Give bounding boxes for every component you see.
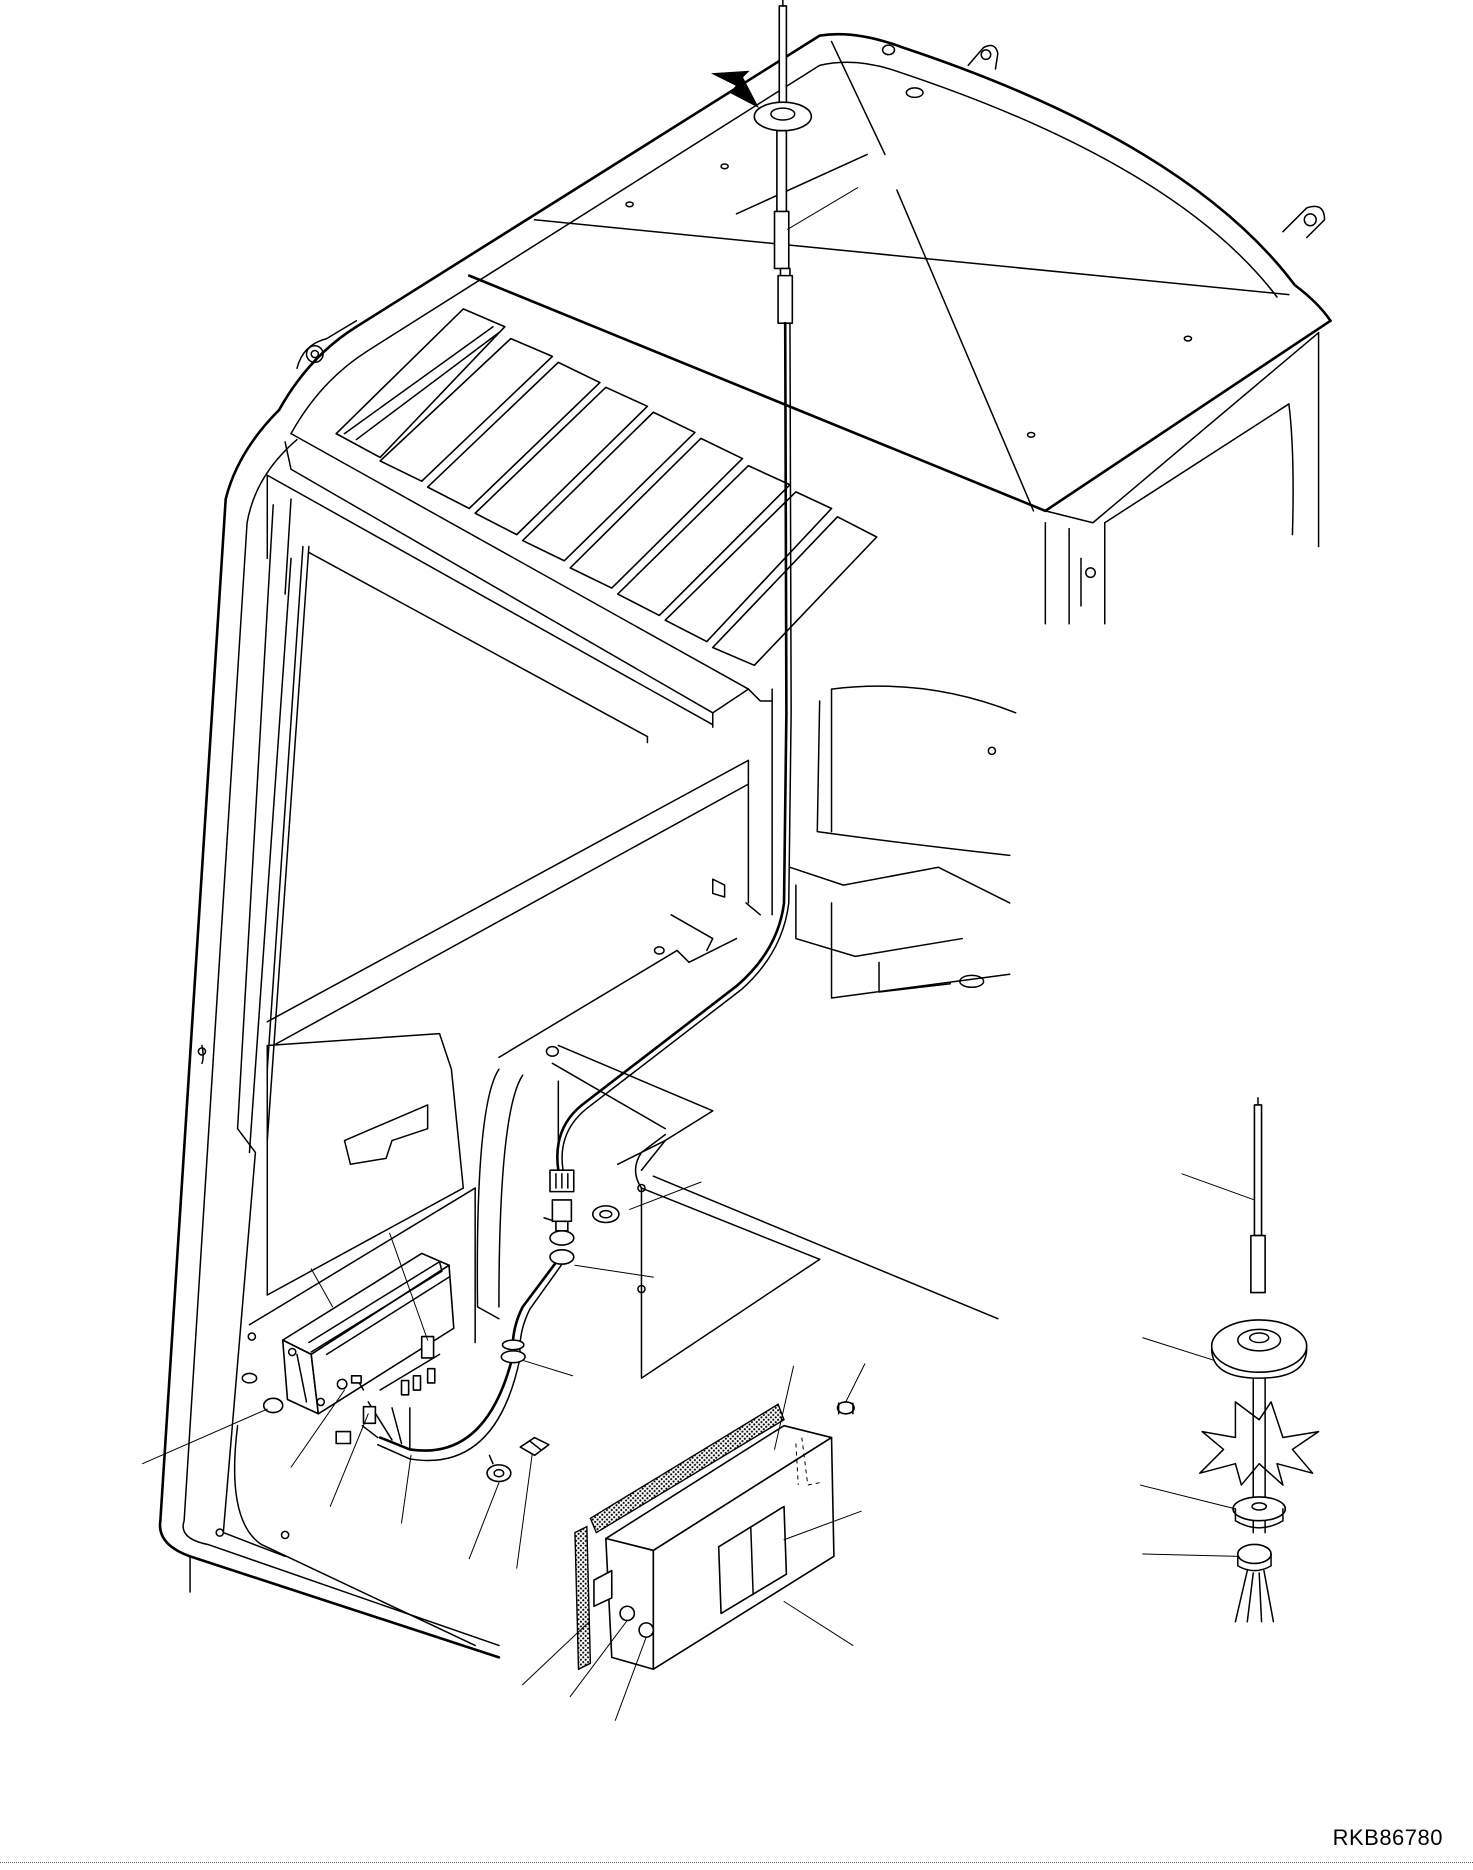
- radio-unit: [264, 1253, 454, 1413]
- roof-vent-grille: [297, 309, 877, 665]
- loose-parts: [487, 1438, 549, 1482]
- drawing-code: RKB86780: [1332, 1825, 1443, 1850]
- rear-wall: [242, 939, 998, 1383]
- bottom-rule: [0, 1862, 1473, 1863]
- controller-box: [575, 1402, 854, 1669]
- view-arrow-icon: [713, 71, 758, 107]
- wiring-harness: [336, 1170, 619, 1460]
- roof-fittings: [626, 45, 1324, 754]
- cab-interior: [671, 686, 1015, 998]
- roof-antenna: [754, 0, 811, 323]
- antenna-detail-view: [1200, 1098, 1319, 1622]
- antenna-cable: [557, 323, 791, 1170]
- callout-leaders: [143, 188, 1255, 1721]
- cab-frame: [160, 34, 1330, 1657]
